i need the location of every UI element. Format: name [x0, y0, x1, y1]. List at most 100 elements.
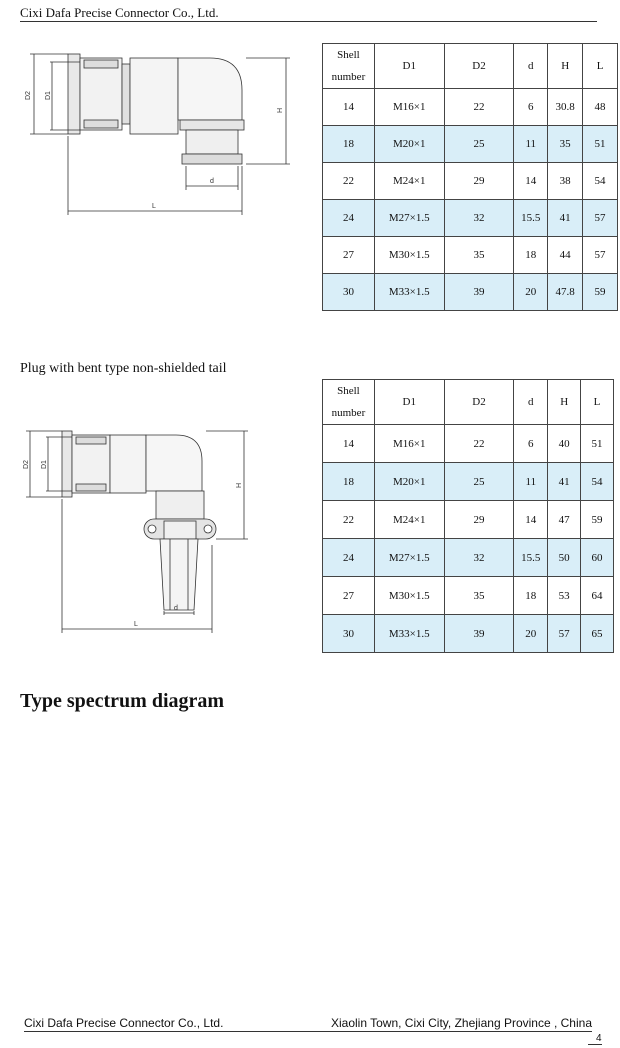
cell: 44 — [547, 236, 584, 274]
cell: 48 — [582, 88, 618, 126]
cell: M20×1 — [373, 125, 445, 163]
header-company: Cixi Dafa Precise Connector Co., Ltd. — [20, 5, 219, 20]
page-number: 4 — [588, 1033, 602, 1045]
cell: M33×1.5 — [373, 273, 445, 311]
cell: 11 — [513, 125, 549, 163]
cell: 6 — [513, 88, 549, 126]
cell: 25 — [443, 125, 515, 163]
cell: 41 — [547, 199, 584, 237]
cell: 18 — [322, 462, 375, 501]
cell: 40 — [547, 424, 582, 463]
cell: 39 — [443, 273, 515, 311]
cell: 22 — [322, 162, 375, 200]
cell: M27×1.5 — [373, 538, 445, 577]
cell: M20×1 — [373, 462, 445, 501]
cell: 29 — [443, 500, 515, 539]
cell: 6 — [513, 424, 549, 463]
cell: 53 — [547, 576, 582, 615]
col-header-d: d — [513, 43, 549, 89]
cell: 65 — [580, 614, 614, 653]
cell: 14 — [322, 424, 375, 463]
cell: 39 — [443, 614, 515, 653]
dim-D2-label: D2 — [25, 91, 32, 100]
cell: 14 — [513, 162, 549, 200]
cell: 54 — [582, 162, 618, 200]
cell: 35 — [443, 576, 515, 615]
cell: 14 — [322, 88, 375, 126]
dim-D1-label: D1 — [45, 91, 52, 100]
col-header-d: d — [513, 379, 549, 425]
col-header-l: L — [580, 379, 614, 425]
cell: 35 — [443, 236, 515, 274]
cell: 30.8 — [547, 88, 584, 126]
cell: 54 — [580, 462, 614, 501]
header-rule — [20, 21, 597, 22]
dim-D2-label-2: D2 — [23, 460, 30, 469]
col-header-d1: D1 — [373, 379, 445, 425]
cell: 47 — [547, 500, 582, 539]
cell: 15.5 — [513, 199, 549, 237]
cell: 18 — [513, 236, 549, 274]
cell: M16×1 — [373, 88, 445, 126]
cell: 27 — [322, 236, 375, 274]
cell: 15.5 — [513, 538, 549, 577]
cell: 18 — [322, 125, 375, 163]
col-header-d2: D2 — [443, 43, 515, 89]
cell: 20 — [513, 614, 549, 653]
cell: 24 — [322, 538, 375, 577]
footer-address: Xiaolin Town, Cixi City, Zhejiang Provin… — [330, 1016, 592, 1030]
footer-rule — [24, 1031, 592, 1032]
cell: M30×1.5 — [373, 576, 445, 615]
dim-d-label: d — [210, 178, 214, 185]
cell: M24×1 — [373, 162, 445, 200]
cell: 22 — [322, 500, 375, 539]
cell: 29 — [443, 162, 515, 200]
cell: 57 — [582, 236, 618, 274]
col-header-h: H — [547, 43, 584, 89]
cell: M27×1.5 — [373, 199, 445, 237]
cell: 25 — [443, 462, 515, 501]
cell: 27 — [322, 576, 375, 615]
connector-drawing-1: D2 D1 H d L — [25, 53, 290, 215]
dim-H-label: H — [277, 108, 284, 113]
dim-D1-label-2: D1 — [41, 460, 48, 469]
connector-drawing-2: D2 D1 H d L — [23, 430, 248, 633]
cell: 51 — [580, 424, 614, 463]
cell: 51 — [582, 125, 618, 163]
col-header-l: L — [582, 43, 618, 89]
col-header-d2: D2 — [443, 379, 515, 425]
cell: 64 — [580, 576, 614, 615]
cell: 18 — [513, 576, 549, 615]
cell: 11 — [513, 462, 549, 501]
cell: 50 — [547, 538, 582, 577]
col-header-d1: D1 — [373, 43, 445, 89]
cell: 14 — [513, 500, 549, 539]
cell: 59 — [580, 500, 614, 539]
dim-H-label-2: H — [236, 483, 243, 488]
cell: 47.8 — [547, 273, 584, 311]
cell: 20 — [513, 273, 549, 311]
cell: 30 — [322, 273, 375, 311]
col-header-shell: Shell number — [322, 43, 375, 89]
section-title: Type spectrum diagram — [20, 690, 225, 712]
footer-company: Cixi Dafa Precise Connector Co., Ltd. — [24, 1016, 224, 1030]
cell: M24×1 — [373, 500, 445, 539]
col-header-h: H — [547, 379, 582, 425]
cell: 57 — [582, 199, 618, 237]
cell: 59 — [582, 273, 618, 311]
col-header-shell: Shell number — [322, 379, 375, 425]
cell: 32 — [443, 199, 515, 237]
cell: 41 — [547, 462, 582, 501]
cell: 38 — [547, 162, 584, 200]
